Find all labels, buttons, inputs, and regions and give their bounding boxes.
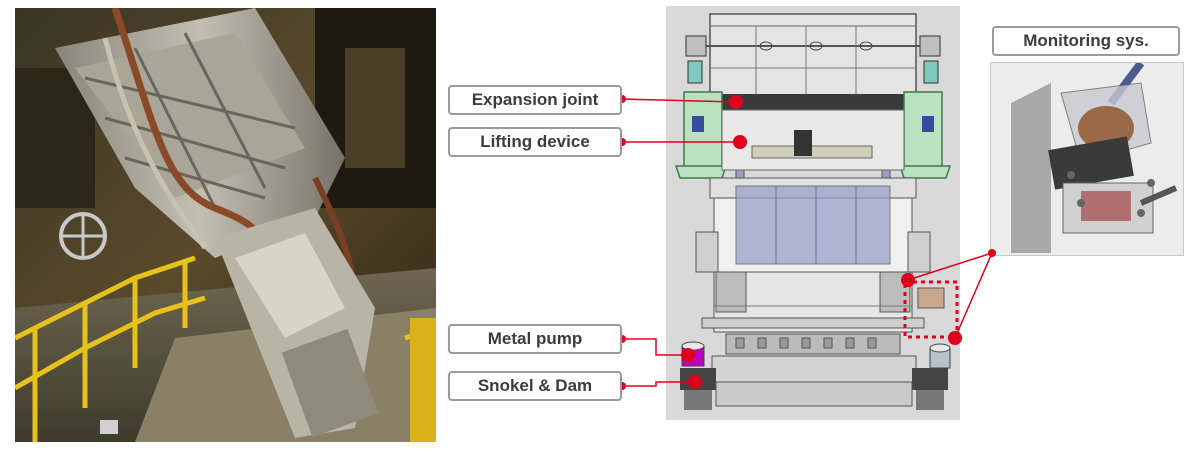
label-expansion-joint: Expansion joint (448, 85, 622, 115)
label-lifting-device: Lifting device (448, 127, 622, 157)
monitoring-device-illustration (991, 63, 1183, 255)
label-metal-pump: Metal pump (448, 324, 622, 354)
label-monitoring-sys: Monitoring sys. (992, 26, 1180, 56)
apparatus-drawing (666, 6, 960, 420)
monitoring-inset (990, 62, 1184, 256)
plant-photo-illustration (15, 8, 436, 442)
label-snokel-dam: Snokel & Dam (448, 371, 622, 401)
plant-photo (15, 8, 436, 442)
apparatus-cross-section (674, 13, 952, 410)
